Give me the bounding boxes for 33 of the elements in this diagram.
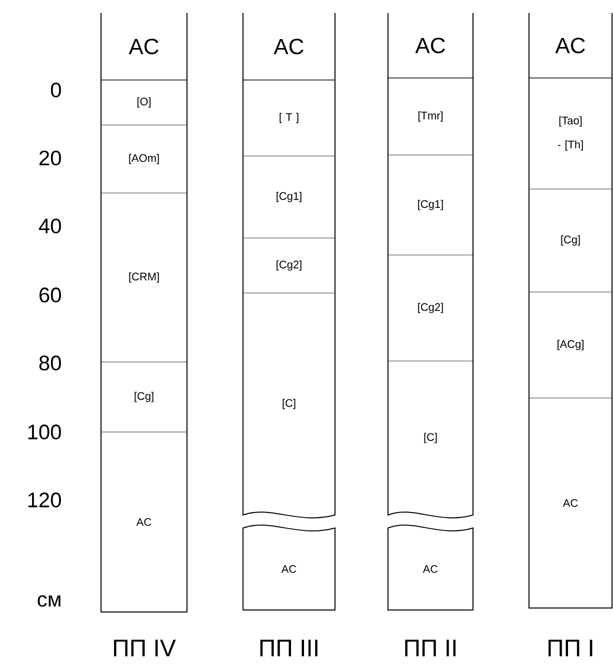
horizon-label: [Cg1] <box>276 192 302 202</box>
horizon-label: [C] <box>282 398 296 410</box>
depth-tick-label: 40 <box>38 218 61 234</box>
horizon-label: [AOm] <box>129 154 159 164</box>
horizon-label: [ T ] <box>280 112 298 124</box>
horizon-label: [Tmr] <box>418 111 443 122</box>
horizon-label: [Cg2] <box>418 302 443 314</box>
depth-tick-label: 100 <box>28 424 61 440</box>
horizon-label: [Cg] <box>561 235 580 246</box>
horizon-label: [Cg1] <box>418 200 443 210</box>
horizon-label: [Cg] <box>134 392 154 402</box>
horizon-label: AC <box>562 499 578 507</box>
depth-tick-label: 120 <box>28 492 61 508</box>
horizon-label: AC <box>555 38 585 54</box>
horizon-label: [Tao] - [Th] <box>558 116 583 151</box>
horizon-label: AC <box>415 38 445 54</box>
horizon-label: AC <box>274 38 304 54</box>
unit-label: см <box>38 595 60 607</box>
horizon-label: [C] <box>424 432 437 444</box>
horizon-label: [O] <box>137 97 151 108</box>
horizon-label: AC <box>422 565 438 573</box>
horizon-label: AC <box>128 38 158 54</box>
node-label: ПП II <box>405 640 456 656</box>
depth-tick-label: 0 <box>50 82 61 98</box>
depth-tick-label: 80 <box>39 356 61 370</box>
depth-tick-label: 60 <box>40 288 61 302</box>
depth-tick-label: 20 <box>40 150 61 166</box>
horizon-label: AC <box>281 565 296 573</box>
horizon-label: [ACg] <box>558 340 584 350</box>
horizon-label: AC <box>136 518 152 526</box>
horizon-label: [Cg2] <box>276 260 302 271</box>
horizon-label: [CRM] <box>129 272 159 283</box>
node-label: ПП III <box>260 640 318 656</box>
